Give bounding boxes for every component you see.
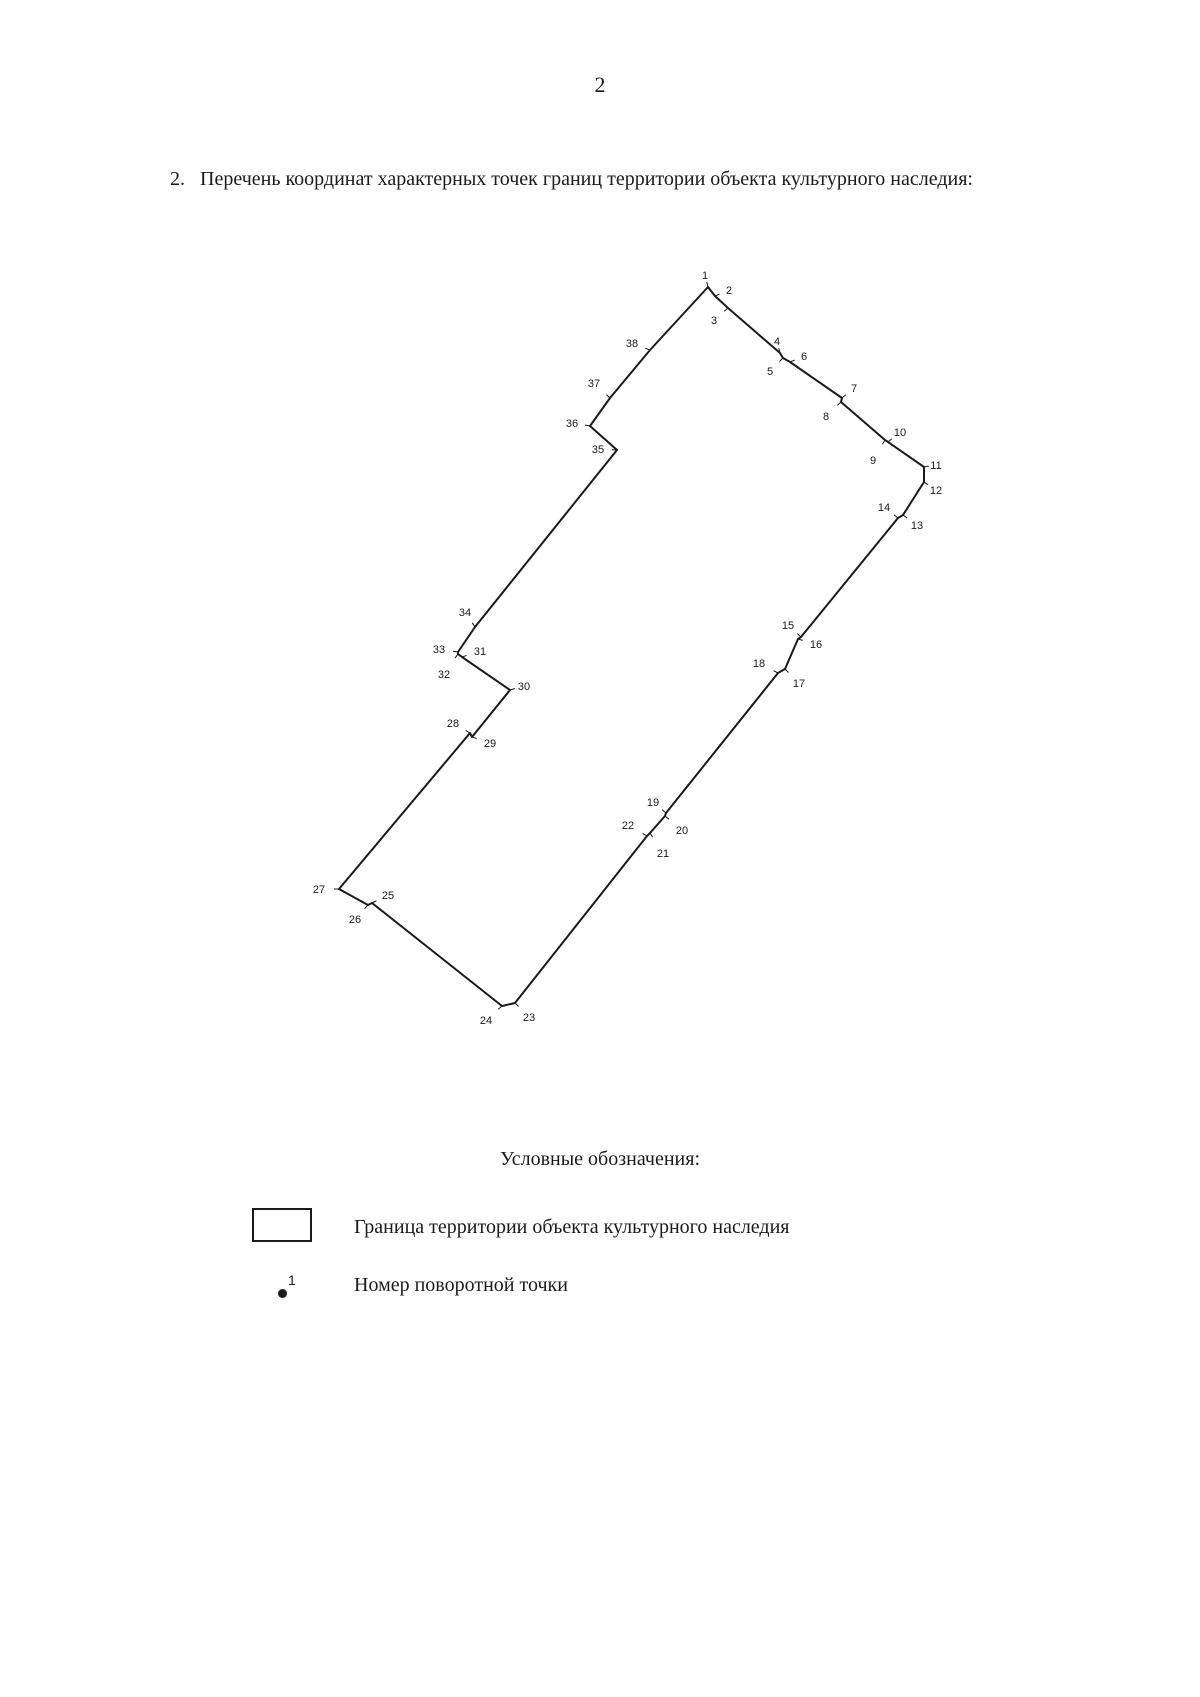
vertex-tick-12 (923, 481, 929, 486)
vertex-tick-10 (887, 438, 893, 443)
vertex-label-22: 22 (622, 820, 634, 832)
vertex-tick-28 (465, 730, 471, 734)
vertex-tick-23 (514, 1002, 519, 1007)
vertex-tick-18 (773, 670, 779, 674)
vertex-label-13: 13 (911, 520, 923, 532)
vertex-label-23: 23 (523, 1012, 535, 1024)
vertex-tick-16 (797, 638, 803, 641)
heading-text: Перечень координат характерных точек гра… (200, 168, 973, 190)
vertex-label-35: 35 (592, 444, 604, 456)
vertex-tick-5 (779, 357, 784, 362)
vertex-label-2: 2 (726, 285, 732, 297)
vertex-label-8: 8 (823, 411, 829, 423)
vertex-tick-14 (893, 514, 899, 519)
vertex-label-26: 26 (349, 914, 361, 926)
vertex-label-38: 38 (626, 338, 638, 350)
vertex-tick-2 (714, 293, 720, 297)
vertex-tick-26 (364, 904, 369, 910)
vertex-tick-31 (461, 654, 467, 658)
vertex-label-12: 12 (930, 485, 942, 497)
vertex-label-7: 7 (851, 383, 857, 395)
vertex-label-10: 10 (894, 427, 906, 439)
vertex-label-36: 36 (566, 418, 578, 430)
legend-title: Условные обозначения: (499, 1148, 701, 1170)
heading-number: 2. (170, 168, 185, 190)
vertex-tick-29 (471, 736, 477, 740)
vertex-tick-19 (661, 809, 667, 814)
vertex-label-34: 34 (459, 607, 471, 619)
vertex-tick-13 (902, 514, 908, 519)
vertex-label-11: 11 (930, 460, 941, 472)
vertex-label-25: 25 (382, 890, 394, 902)
vertex-label-31: 31 (474, 646, 486, 658)
vertex-tick-36 (584, 424, 591, 427)
vertex-label-30: 30 (518, 681, 530, 693)
vertex-label-20: 20 (676, 825, 688, 837)
vertex-label-32: 32 (438, 669, 450, 681)
point-symbol-label: 1 (288, 1272, 296, 1288)
vertex-label-29: 29 (484, 738, 496, 750)
vertex-label-6: 6 (801, 351, 807, 363)
vertex-label-9: 9 (870, 455, 876, 467)
vertex-tick-30 (509, 688, 515, 691)
vertex-tick-21 (649, 832, 654, 838)
point-labels-group: 1234567891011121314151617181920212223242… (313, 270, 942, 1027)
vertex-tick-37 (606, 394, 611, 399)
vertex-label-4: 4 (774, 336, 780, 348)
boundary-polygon-group (338, 286, 925, 1007)
vertex-tick-34 (471, 622, 476, 628)
vertex-label-5: 5 (767, 366, 773, 378)
vertex-tick-33 (452, 650, 459, 653)
vertex-tick-4 (778, 348, 781, 354)
legend-row-point: 1 Номер поворотной точки (0, 1270, 1200, 1314)
point-symbol: 1 (278, 1272, 306, 1302)
legend-row-boundary: Граница территории объекта культурного н… (0, 1208, 1200, 1252)
point-dot-icon (278, 1289, 287, 1298)
vertex-tick-17 (784, 668, 789, 673)
vertex-label-1: 1 (702, 270, 708, 282)
vertex-label-19: 19 (647, 797, 659, 809)
boundary-line (338, 286, 925, 1007)
vertex-tick-8 (837, 401, 842, 406)
vertex-label-17: 17 (793, 678, 805, 690)
vertex-label-37: 37 (588, 378, 600, 390)
vertex-tick-11 (923, 465, 930, 468)
vertex-tick-15 (796, 633, 802, 638)
vertex-tick-9 (881, 439, 886, 445)
vertex-tick-6 (789, 359, 795, 363)
vertex-tick-24 (497, 1005, 503, 1010)
vertex-tick-25 (371, 900, 377, 904)
vertex-tick-38 (645, 347, 651, 351)
vertex-tick-3 (723, 307, 729, 312)
legend-text-boundary: Граница территории объекта культурного н… (354, 1216, 790, 1238)
vertex-label-24: 24 (480, 1015, 492, 1027)
vertex-tick-1 (706, 282, 709, 288)
vertex-tick-20 (664, 815, 670, 820)
page-number: 2 (594, 72, 606, 97)
vertex-label-3: 3 (711, 315, 717, 327)
vertex-tick-32 (454, 653, 459, 659)
section-heading: 2. Перечень координат характерных точек г… (170, 166, 1102, 192)
vertex-label-21: 21 (657, 848, 669, 860)
boundary-scheme: 1234567891011121314151617181920212223242… (313, 270, 942, 1027)
vertex-tick-7 (841, 394, 847, 399)
boundary-symbol (252, 1208, 312, 1242)
vertex-label-27: 27 (313, 884, 325, 896)
legend-text-point: Номер поворотной точки (354, 1274, 568, 1296)
vertex-label-16: 16 (810, 639, 822, 651)
vertex-tick-22 (642, 833, 648, 837)
vertex-label-28: 28 (447, 718, 459, 730)
vertex-label-14: 14 (878, 502, 890, 514)
vertex-label-15: 15 (782, 620, 794, 632)
vertex-label-18: 18 (753, 658, 765, 670)
vertex-label-33: 33 (433, 644, 445, 656)
